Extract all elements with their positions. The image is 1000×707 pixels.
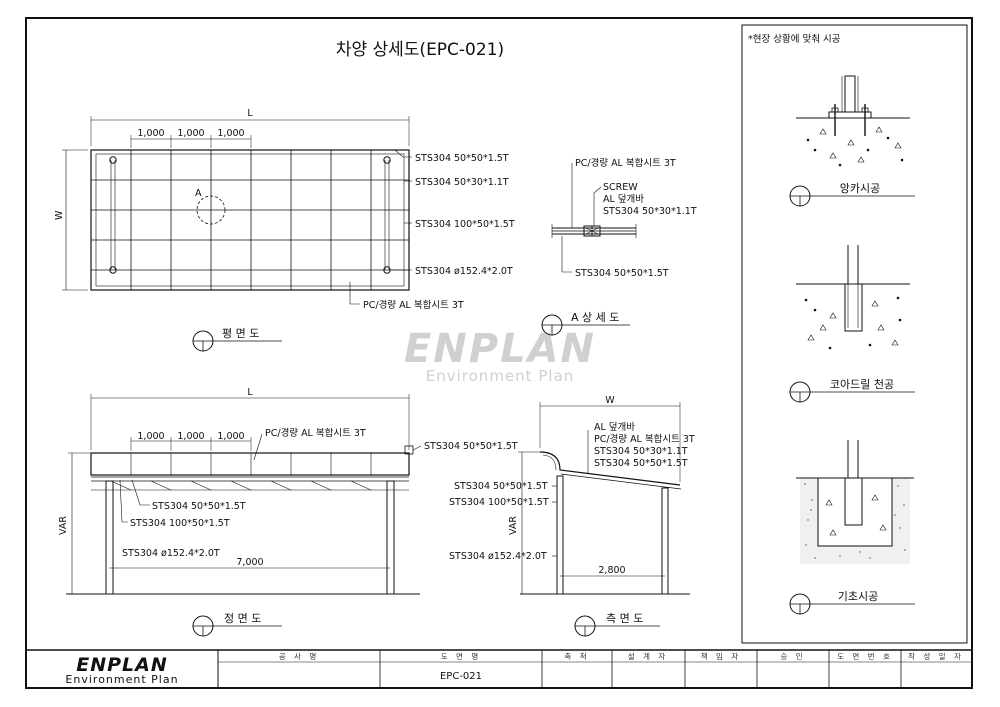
plan-labels: L 1,000 1,000 1,000 W A STS304 50*50*1.5… [54,108,515,311]
side-callout-top-3: STS304 50*30*1.1T [594,446,688,457]
side-callout-top-2: PC/경량 AL 복합시트 3T [594,433,695,445]
tb-header-manager: 책 임 자 [701,651,741,661]
tb-header-drawing-name: 도 면 명 [441,651,481,661]
foundation-label-1: 앙카시공 [840,182,880,195]
detail-view-label: A 상 세 도 [571,311,619,324]
front-span: 7,000 [236,557,263,568]
detail-view [551,163,637,273]
front-dim-2: 1,000 [177,431,204,442]
foundation-footing [789,440,915,615]
tb-header-approval: 승 인 [780,651,805,661]
front-callout-4: STS304 100*50*1.5T [130,518,230,529]
plan-dim-2: 1,000 [177,128,204,139]
side-span: 2,800 [598,565,625,576]
sheet-border [25,17,973,689]
plan-dim-W: W [54,210,65,220]
detail-callout-3: AL 덮개바 [603,193,644,205]
plan-view [62,116,412,305]
side-callout-left-2: STS304 100*50*1.5T [449,497,549,508]
front-view-marker [192,615,282,637]
tb-drawing-name-value: EPC-021 [440,671,482,682]
watermark-subtitle: Environment Plan [426,367,574,385]
plan-dim-3: 1,000 [217,128,244,139]
plan-callout-3: STS304 100*50*1.5T [415,219,515,230]
detail-callout-5: STS304 50*50*1.5T [575,268,669,279]
foundation-coredrill [789,245,915,403]
company-logo-subtitle: Environment Plan [65,673,178,686]
tb-header-designer: 설 계 자 [628,651,668,661]
plan-view-marker [192,330,282,352]
title-block [26,649,972,688]
tb-header-drawing-no: 도 면 번 호 [837,651,893,661]
side-view-label: 측 면 도 [606,612,643,625]
foundation-label-3: 기초시공 [838,590,878,603]
plan-callout-5: PC/경량 AL 복합시트 3T [363,299,464,311]
front-callout-1: PC/경량 AL 복합시트 3T [265,427,366,439]
tb-header-scale: 축 척 [564,652,589,661]
plan-detail-mark: A [195,188,202,199]
drawing-title: 차양 상세도(EPC-021) [336,40,504,60]
detail-callout-4: STS304 50*30*1.1T [603,206,697,217]
plan-dim-1: 1,000 [137,128,164,139]
company-logo: ENPLAN [76,654,168,676]
front-view-label: 정 면 도 [224,612,261,625]
tb-header-project: 공 사 명 [279,651,319,661]
front-dim-L: L [247,387,253,398]
side-callout-left-1: STS304 50*50*1.5T [454,481,548,492]
detail-callout-2: SCREW [603,182,638,193]
front-dim-3: 1,000 [217,431,244,442]
plan-dim-L: L [247,108,253,119]
front-callout-5: STS304 ø152.4*2.0T [122,548,220,559]
side-callout-left-3: STS304 ø152.4*2.0T [449,551,547,562]
tb-header-date: 작 성 일 자 [908,651,964,661]
foundation-label-2: 코아드릴 천공 [830,377,894,391]
side-dim-VAR: VAR [508,516,519,535]
watermark-logo: ENPLAN [404,326,596,372]
front-callout-3: STS304 50*50*1.5T [152,501,246,512]
side-callout-top-1: AL 덮개바 [594,421,635,433]
side-callout-top-4: STS304 50*50*1.5T [594,458,688,469]
front-callout-2: STS304 50*50*1.5T [424,441,518,452]
front-view [66,394,422,595]
detail-view-marker [541,314,630,336]
title-block-headers: 공 사 명 도 면 명 축 척 설 계 자 책 임 자 승 인 도 면 번 호 … [279,651,964,682]
foundation-anchor [789,75,915,207]
site-note: *현장 상황에 맞춰 시공 [748,33,841,45]
plan-callout-4: STS304 ø152.4*2.0T [415,266,513,277]
detail-callout-1: PC/경량 AL 복합시트 3T [575,157,676,169]
front-labels: L 1,000 1,000 1,000 VAR 7,000 PC/경량 AL 복… [58,387,518,568]
side-view [518,402,690,595]
front-dim-VAR: VAR [58,516,69,535]
side-dim-W: W [605,395,615,406]
front-dim-1: 1,000 [137,431,164,442]
plan-view-label: 평 면 도 [222,327,259,340]
side-view-marker [574,615,660,637]
plan-callout-1: STS304 50*50*1.5T [415,153,509,164]
detail-labels: PC/경량 AL 복합시트 3T SCREW AL 덮개바 STS304 50*… [575,157,697,279]
foundation-panel [741,24,968,644]
plan-callout-2: STS304 50*30*1.1T [415,177,509,188]
side-labels: W VAR 2,800 AL 덮개바 PC/경량 AL 복합시트 3T STS3… [449,395,695,576]
